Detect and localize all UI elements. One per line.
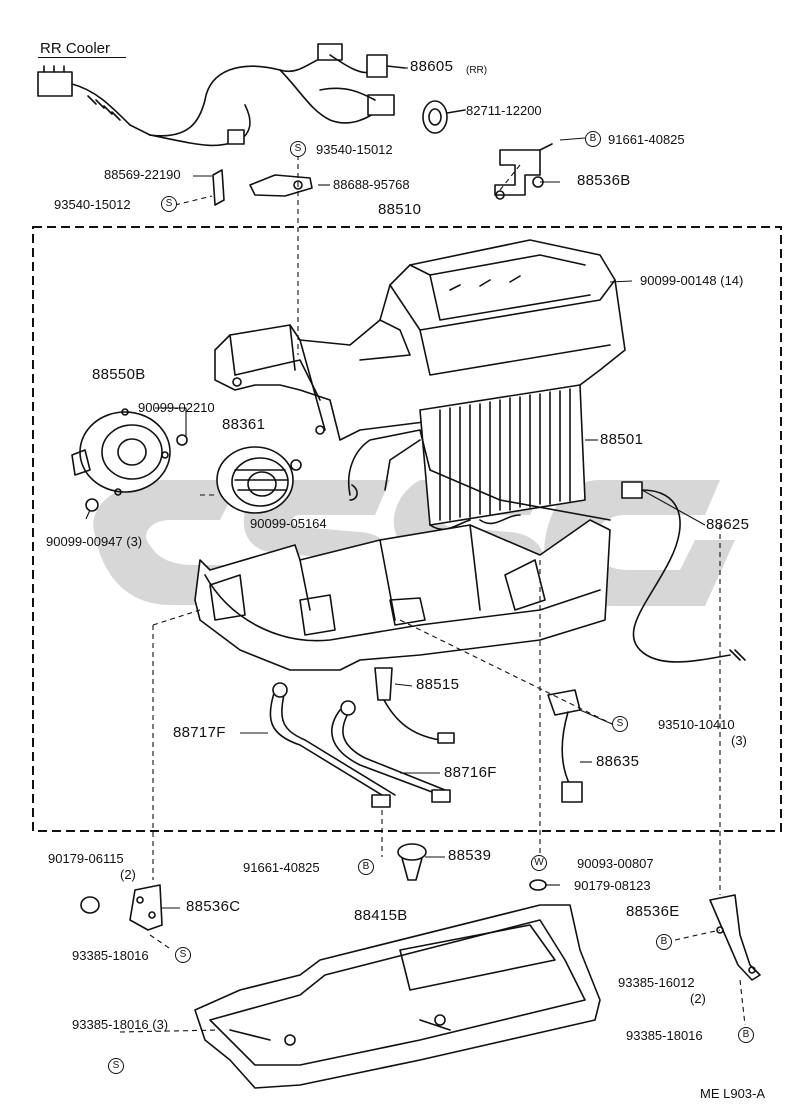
- label-90093-00807: 90093-00807: [577, 856, 654, 871]
- wire-harness: [37, 43, 406, 147]
- label-88605: 88605: [410, 58, 454, 75]
- badge-b-91661-bottom: B: [358, 859, 374, 875]
- lower-case: [194, 519, 611, 671]
- label-90099-02210: 90099-02210: [138, 400, 215, 415]
- badge-b-91661-top: B: [585, 131, 601, 147]
- evaporator-core: [419, 384, 586, 530]
- cooling-unit-case: [214, 239, 626, 441]
- label-93385-18016-bottom: 93385-18016 (3): [72, 1017, 169, 1032]
- badge-b-93385-16012: B: [656, 934, 672, 950]
- label-88536b: 88536B: [577, 172, 631, 189]
- label-93385-16012-qty: (2): [690, 991, 706, 1006]
- label-88539: 88539: [448, 847, 492, 864]
- tube-88716f: [331, 700, 451, 803]
- label-88361: 88361: [222, 416, 266, 433]
- switch-88635: [547, 689, 583, 803]
- label-93385-18016-right: 93385-18016: [626, 1028, 703, 1043]
- label-93510-10410: 93510-10410: [658, 717, 735, 732]
- screw-90099-02210: [176, 434, 188, 446]
- page-code: ME L903-A: [700, 1086, 766, 1101]
- label-88717f: 88717F: [173, 724, 226, 741]
- grommet-88539: [397, 843, 427, 881]
- label-88625: 88625: [706, 516, 750, 533]
- label-93385-16012: 93385-16012: [618, 975, 695, 990]
- label-93385-18016-left: 93385-18016: [72, 948, 149, 963]
- sensor-88515: [374, 667, 455, 744]
- label-88536e: 88536E: [626, 903, 680, 920]
- nut-90179-06115: [80, 896, 100, 914]
- label-93540-15012-left: 93540-15012: [54, 197, 131, 212]
- nut-90179-08123: [529, 879, 547, 891]
- label-88510: 88510: [378, 201, 422, 218]
- badge-w-90093: W: [531, 855, 547, 871]
- evaporator-pipe: [347, 429, 611, 521]
- screw-90099-00947: [85, 498, 99, 512]
- bracket-88536c: [129, 884, 163, 931]
- label-88635: 88635: [596, 753, 640, 770]
- clamp-part: [422, 100, 466, 134]
- blower-motor: [71, 408, 171, 496]
- badge-s-93385-left: S: [175, 947, 191, 963]
- label-88415b: 88415B: [354, 907, 408, 924]
- label-88688-95768: 88688-95768: [333, 177, 410, 192]
- badge-s-93510: S: [612, 716, 628, 732]
- label-88550b: 88550B: [92, 366, 146, 383]
- label-90179-06115: 90179-06115: [48, 851, 124, 866]
- label-88569-22190: 88569-22190: [104, 167, 181, 182]
- badge-s-93385-bottom: S: [108, 1058, 124, 1074]
- label-93540-15012-top: 93540-15012: [316, 142, 393, 157]
- bracket-88569: [212, 169, 225, 206]
- label-93510-qty: (3): [731, 733, 747, 748]
- label-90099-00947: 90099-00947 (3): [46, 534, 143, 549]
- label-91661-40825-top: 91661-40825: [608, 132, 685, 147]
- label-90179-08123: 90179-08123: [574, 878, 651, 893]
- label-90099-00148: 90099-00148 (14): [640, 273, 744, 288]
- badge-s-93540-left: S: [161, 196, 177, 212]
- label-82711-12200: 82711-12200: [466, 103, 542, 118]
- label-90099-05164: 90099-05164: [250, 516, 327, 531]
- under-cover-88415b: [194, 904, 601, 1089]
- screw-90099-05164: [290, 459, 302, 471]
- blower-fan: [216, 446, 294, 514]
- title-underline: [38, 57, 126, 58]
- bracket-88536e: [709, 894, 761, 981]
- bracket-88536b: [494, 143, 553, 200]
- label-91661-40825-bottom: 91661-40825: [243, 860, 320, 875]
- tube-88717f: [269, 682, 396, 808]
- label-88536c: 88536C: [186, 898, 241, 915]
- label-88501: 88501: [600, 431, 644, 448]
- label-88716f: 88716F: [444, 764, 497, 781]
- label-88515: 88515: [416, 676, 460, 693]
- label-90179-06115-qty: (2): [120, 867, 136, 882]
- bracket-88688: [249, 174, 313, 197]
- badge-s-93540-top: S: [290, 141, 306, 157]
- badge-b-93385-right: B: [738, 1027, 754, 1043]
- label-88605-rr: (RR): [466, 65, 488, 76]
- diagram-title: RR Cooler: [40, 40, 111, 57]
